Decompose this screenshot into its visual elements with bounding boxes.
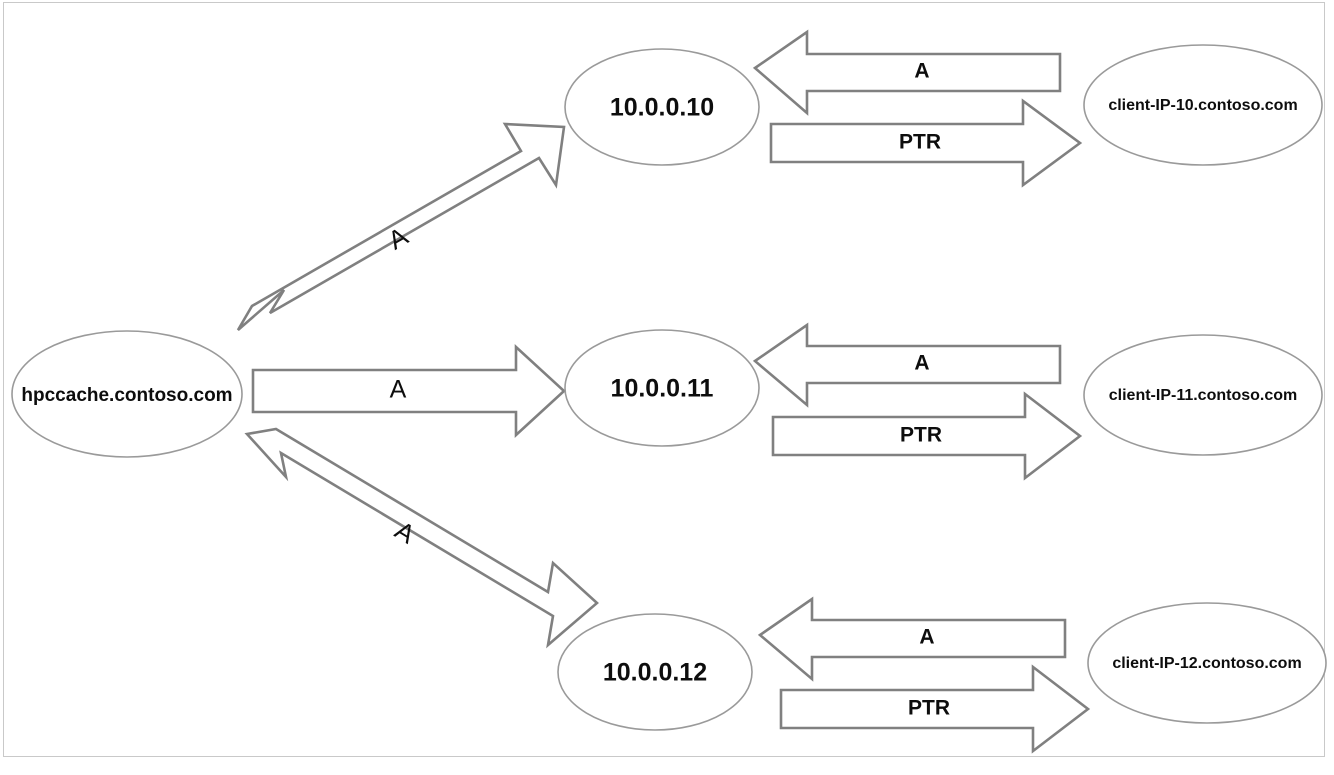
node-ellipse-shape	[557, 613, 753, 731]
connector-label-a-middle: A	[390, 376, 407, 404]
node-address-10-0-0-11[interactable]: 10.0.0.11	[564, 329, 760, 447]
connector-arrow-shape	[236, 122, 566, 331]
connector-arrow-shape	[757, 596, 1067, 682]
node-label-source: hpccache.contoso.com	[21, 385, 232, 406]
node-ellipse-shape	[11, 330, 243, 458]
connector-source-to-10-0-0-12: A	[244, 427, 599, 649]
connector-label-ptr-row2: PTR	[908, 697, 950, 720]
connector-source-to-10-0-0-10: A	[236, 122, 566, 331]
connector-arrow-shape	[771, 391, 1083, 481]
node-label-address-2: 10.0.0.12	[603, 659, 707, 687]
node-label-client-1: client-IP-11.contoso.com	[1109, 387, 1297, 404]
connector-address-10-to-client-ptr: PTR	[769, 98, 1083, 188]
connector-arrow-shape	[779, 664, 1091, 754]
node-client-ip-11[interactable]: client-IP-11.contoso.com	[1083, 334, 1323, 456]
connector-label-a-row1: A	[914, 352, 929, 375]
node-label-address-0: 10.0.0.10	[610, 94, 714, 122]
node-address-10-0-0-10[interactable]: 10.0.0.10	[564, 48, 760, 166]
connector-arrow-shape	[769, 98, 1083, 188]
connector-address-11-to-client-ptr: PTR	[771, 391, 1083, 481]
connector-source-to-10-0-0-11: A	[251, 344, 566, 438]
connector-arrow-shape	[752, 29, 1062, 116]
connector-arrow-shape	[251, 344, 566, 438]
node-label-client-2: client-IP-12.contoso.com	[1112, 655, 1301, 672]
node-ellipse-shape	[564, 48, 760, 166]
connector-client-12-to-address-a: A	[757, 596, 1067, 682]
connector-client-11-to-address-a: A	[752, 322, 1062, 408]
connector-label-ptr-row0: PTR	[899, 131, 941, 154]
connector-arrow-shape	[752, 322, 1062, 408]
node-address-10-0-0-12[interactable]: 10.0.0.12	[557, 613, 753, 731]
node-client-ip-10[interactable]: client-IP-10.contoso.com	[1083, 44, 1323, 166]
connector-label-ptr-row1: PTR	[900, 424, 942, 447]
connector-label-a-row0: A	[914, 60, 929, 83]
node-label-client-0: client-IP-10.contoso.com	[1108, 97, 1297, 114]
connector-arrow-shape	[244, 427, 599, 649]
connector-label-a-row2: A	[919, 626, 934, 649]
node-label-address-1: 10.0.0.11	[611, 375, 714, 403]
node-ellipse-shape	[1087, 602, 1327, 724]
node-client-ip-12[interactable]: client-IP-12.contoso.com	[1087, 602, 1327, 724]
node-ellipse-shape	[1083, 44, 1323, 166]
connector-client-10-to-address-a: A	[752, 29, 1062, 116]
node-ellipse-shape	[564, 329, 760, 447]
node-source-hpccache[interactable]: hpccache.contoso.com	[11, 330, 243, 458]
connector-address-12-to-client-ptr: PTR	[779, 664, 1091, 754]
node-ellipse-shape	[1083, 334, 1323, 456]
